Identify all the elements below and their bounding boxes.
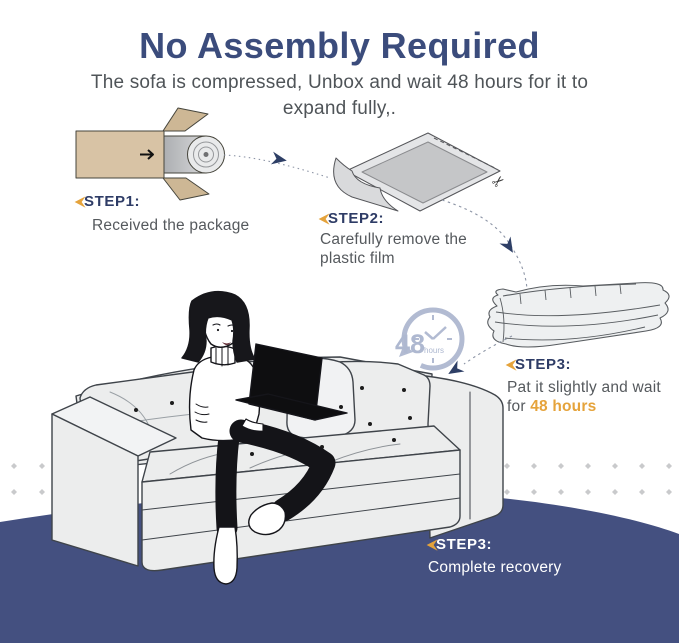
subtitle: The sofa is compressed, Unbox and wait 4… bbox=[0, 70, 679, 122]
step-arrow-icon bbox=[318, 212, 330, 225]
diamond-pattern-right bbox=[504, 463, 672, 495]
step1-caption: Received the package bbox=[92, 217, 250, 234]
step3-label: STEP3: bbox=[515, 356, 572, 373]
page-title: No Assembly Required bbox=[139, 25, 540, 67]
step-arrow-icon bbox=[426, 538, 438, 551]
clock-unit: hours bbox=[424, 346, 444, 355]
step3-label-row: STEP3: bbox=[503, 356, 571, 373]
compressed-sofa-illustration bbox=[487, 282, 670, 348]
step1-label: STEP1: bbox=[84, 193, 141, 210]
flow-dotted-lines bbox=[223, 154, 528, 365]
step4-caption: Complete recovery bbox=[428, 559, 562, 576]
subtitle-line2: expand fully,. bbox=[282, 98, 397, 119]
flow-arrowhead-icon bbox=[499, 236, 519, 257]
subtitle-line1: The sofa is compressed, Unbox and wait 4… bbox=[90, 72, 589, 93]
step-arrow-icon bbox=[505, 358, 517, 371]
step3-highlight: 48 hours bbox=[530, 398, 597, 415]
48-hours-clock-icon: 48 hours bbox=[395, 307, 465, 371]
clock-value: 48 bbox=[395, 329, 425, 359]
diamond-pattern-left bbox=[11, 463, 45, 495]
step2-label: STEP2: bbox=[328, 210, 385, 227]
step1-label-row: STEP1: bbox=[72, 193, 140, 210]
step2-label-row: STEP2: bbox=[316, 210, 384, 227]
step2-caption: Carefully remove the plastic film bbox=[320, 231, 468, 267]
woman-illustration bbox=[181, 290, 348, 585]
step4-label-row: STEP3: bbox=[424, 536, 492, 553]
step-arrow-icon bbox=[74, 195, 86, 208]
step4-label: STEP3: bbox=[436, 536, 493, 553]
flow-arrowhead-icon bbox=[270, 151, 288, 168]
sofa-illustration bbox=[51, 356, 504, 572]
step3-caption: Pat it slightly and wait for 48 hours bbox=[507, 379, 661, 415]
plastic-film-illustration: ✂ bbox=[333, 132, 509, 212]
arrow-right-icon bbox=[140, 149, 154, 160]
package-box-illustration bbox=[75, 107, 225, 201]
